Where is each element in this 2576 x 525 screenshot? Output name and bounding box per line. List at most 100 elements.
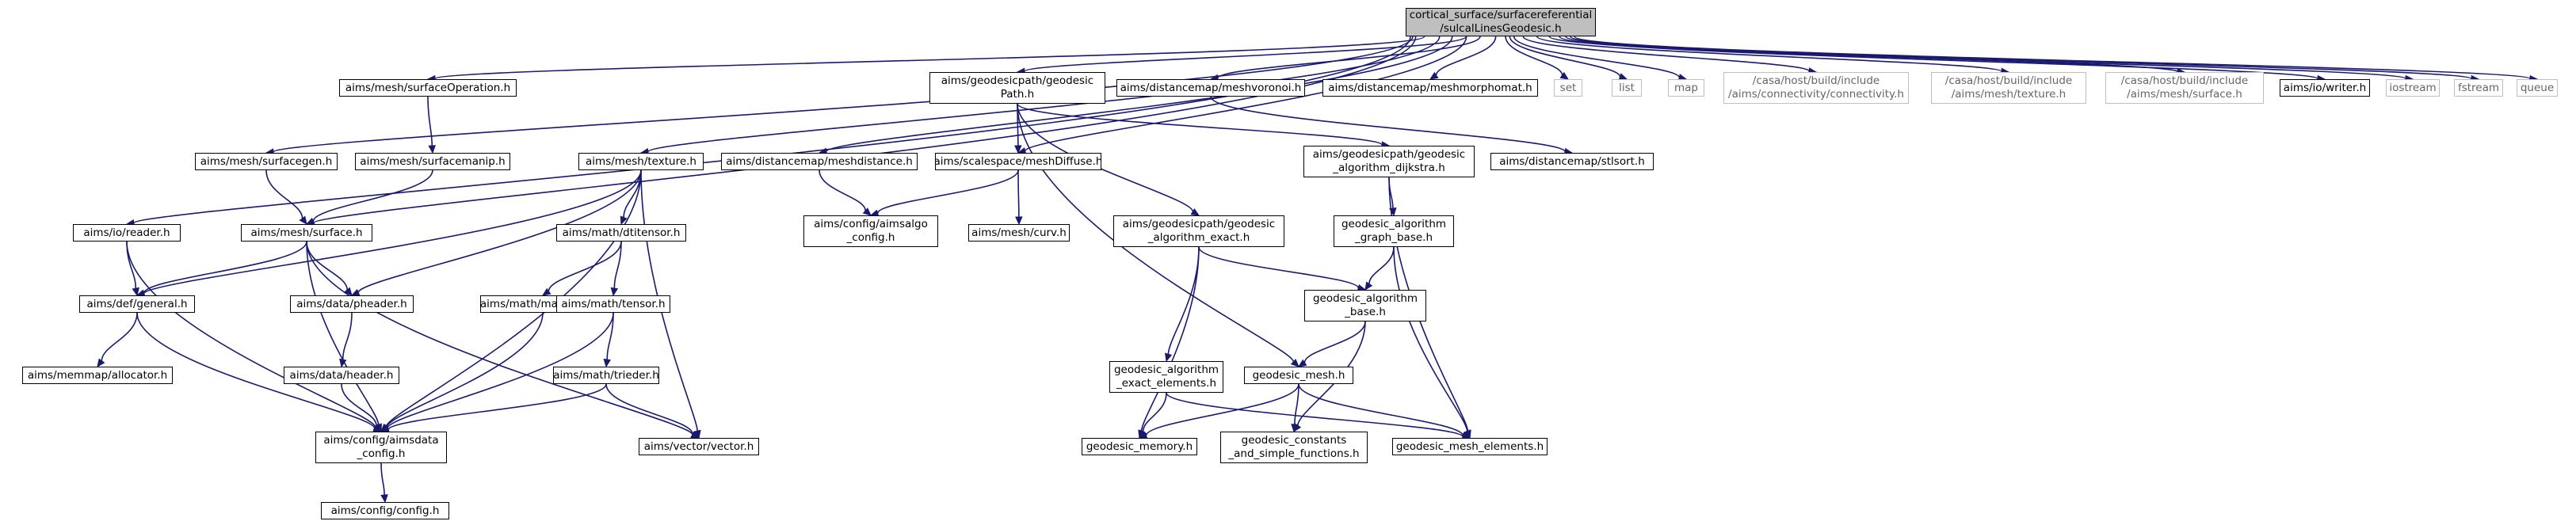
node-surface[interactable]: aims/mesh/surface.h bbox=[241, 224, 372, 242]
dependency-edge bbox=[143, 169, 642, 295]
node-set: set bbox=[1554, 79, 1582, 97]
arrowhead bbox=[1559, 71, 1570, 80]
dependency-edge bbox=[1198, 246, 1360, 289]
dependency-edge bbox=[1368, 246, 1395, 284]
arrowhead bbox=[373, 423, 382, 432]
dependency-edge bbox=[548, 241, 622, 292]
node-surfaceoperation[interactable]: aims/mesh/surfaceOperation.h bbox=[339, 79, 517, 97]
node-algorithm-exact[interactable]: aims/geodesicpath/geodesic _algorithm_ex… bbox=[1113, 215, 1284, 247]
dependency-edge bbox=[306, 241, 693, 436]
node-algorithm-base[interactable]: geodesic_algorithm _base.h bbox=[1304, 290, 1426, 321]
dependency-edge bbox=[265, 169, 303, 219]
dependency-edge bbox=[1017, 169, 1020, 218]
dependency-edge bbox=[341, 383, 378, 427]
arrowhead bbox=[1429, 71, 1439, 80]
dependency-edge bbox=[1536, 36, 2002, 73]
node-geodesic-mesh[interactable]: geodesic_mesh.h bbox=[1244, 367, 1353, 384]
node-geodesicpath[interactable]: aims/geodesicpath/geodesic Path.h bbox=[929, 72, 1105, 104]
dependency-edge bbox=[1435, 36, 1497, 76]
dependency-edge bbox=[1166, 392, 1464, 438]
node-surfacemanip[interactable]: aims/mesh/surfacemanip.h bbox=[355, 153, 510, 170]
dependency-edge bbox=[385, 169, 642, 427]
arrowhead bbox=[1297, 359, 1307, 367]
node-trieder[interactable]: aims/math/trieder.h bbox=[553, 367, 659, 384]
node-vector[interactable]: aims/vector/vector.h bbox=[639, 438, 759, 455]
dependency-edge bbox=[826, 36, 1453, 153]
arrowhead bbox=[1015, 216, 1023, 226]
node-graph-base[interactable]: geodesic_algorithm _graph_base.h bbox=[1334, 215, 1454, 247]
dependency-edge bbox=[1565, 36, 2406, 80]
dependency-edge bbox=[126, 241, 137, 289]
node-meshdistance[interactable]: aims/distancemap/meshdistance.h bbox=[721, 153, 918, 170]
node-texture[interactable]: aims/mesh/texture.h bbox=[578, 153, 704, 170]
arrowhead bbox=[1165, 352, 1173, 363]
node-aimsalgo-config[interactable]: aims/config/aimsalgo _config.h bbox=[803, 215, 938, 247]
arrowhead bbox=[690, 431, 700, 439]
arrowhead bbox=[344, 287, 353, 296]
dependency-edge bbox=[380, 462, 385, 496]
arrowhead bbox=[299, 215, 307, 225]
dependency-edge bbox=[1522, 36, 1810, 72]
arrowhead bbox=[380, 494, 388, 504]
dependency-edge bbox=[1505, 36, 1563, 76]
dependency-edge bbox=[342, 312, 353, 360]
dependency-edge bbox=[1217, 36, 1481, 79]
arrowhead bbox=[97, 358, 105, 367]
arrowhead bbox=[610, 287, 619, 297]
dependency-edge bbox=[1140, 246, 1200, 432]
dependency-edge bbox=[386, 312, 544, 428]
dependency-edge bbox=[434, 36, 1425, 80]
node-curv[interactable]: aims/mesh/curv.h bbox=[968, 224, 1070, 242]
node-meshvoronoi[interactable]: aims/distancemap/meshvoronoi.h bbox=[1116, 79, 1305, 97]
arrowhead bbox=[862, 207, 872, 216]
dependency-edge bbox=[819, 169, 867, 211]
arrowhead bbox=[620, 215, 628, 226]
node-geodesic-memory[interactable]: geodesic_memory.h bbox=[1082, 438, 1197, 455]
dependency-edge bbox=[613, 241, 622, 289]
dependency-edge bbox=[427, 96, 433, 146]
dependency-edge bbox=[640, 169, 698, 432]
dependency-edge bbox=[273, 36, 1414, 153]
node-writer[interactable]: aims/io/writer.h bbox=[2280, 79, 2370, 97]
node-tensor[interactable]: aims/math/tensor.h bbox=[556, 295, 670, 313]
arrowhead bbox=[339, 358, 347, 368]
dependency-edge bbox=[1210, 96, 1566, 153]
node-dijkstra[interactable]: aims/geodesicpath/geodesic _algorithm_di… bbox=[1303, 146, 1475, 177]
dependency-edge bbox=[1294, 383, 1299, 425]
node-pheader[interactable]: aims/data/pheader.h bbox=[290, 295, 414, 313]
node-dtitensor[interactable]: aims/math/dtitensor.h bbox=[556, 224, 686, 242]
dependency-edge bbox=[357, 169, 642, 293]
node-host-surface: /casa/host/build/include /aims/mesh/surf… bbox=[2105, 72, 2264, 104]
arrowhead bbox=[1014, 145, 1022, 154]
dependency-edge bbox=[1303, 321, 1366, 363]
arrowhead bbox=[541, 287, 551, 296]
dependency-edge bbox=[101, 312, 138, 361]
node-surfacegen[interactable]: aims/mesh/surfacegen.h bbox=[195, 153, 338, 170]
node-header[interactable]: aims/data/header.h bbox=[284, 367, 399, 384]
node-root[interactable]: cortical_surface/surfacereferential /sul… bbox=[1406, 8, 1596, 36]
dependency-edge bbox=[1017, 103, 1194, 212]
node-constants[interactable]: geodesic_constants _and_simple_functions… bbox=[1220, 432, 1368, 463]
node-meshdiffuse[interactable]: aims/scalespace/meshDiffuse.h bbox=[935, 153, 1101, 170]
node-allocator[interactable]: aims/memmap/allocator.h bbox=[22, 367, 173, 384]
node-aimsdata-config[interactable]: aims/config/aimsdata _config.h bbox=[315, 432, 447, 463]
dependency-edge bbox=[306, 241, 380, 425]
dependency-edge bbox=[1297, 321, 1366, 426]
node-config[interactable]: aims/config/config.h bbox=[321, 502, 449, 519]
arrowhead bbox=[1291, 424, 1299, 433]
node-stlsort[interactable]: aims/distancemap/stlsort.h bbox=[1490, 153, 1654, 170]
node-host-texture: /casa/host/build/include /aims/mesh/text… bbox=[1931, 72, 2086, 104]
node-queue: queue bbox=[2517, 79, 2558, 97]
dependency-edge bbox=[143, 241, 307, 294]
dependency-edge bbox=[136, 312, 376, 429]
node-meshmorphomat[interactable]: aims/distancemap/meshmorphomat.h bbox=[1322, 79, 1538, 97]
dependency-edge bbox=[605, 383, 694, 435]
node-mesh-elements[interactable]: geodesic_mesh_elements.h bbox=[1392, 438, 1548, 455]
arrowhead bbox=[603, 358, 611, 368]
dependency-edge bbox=[1145, 383, 1299, 436]
dependency-edge bbox=[1509, 36, 1621, 78]
node-reader[interactable]: aims/io/reader.h bbox=[73, 224, 181, 242]
node-exact-elements[interactable]: geodesic_algorithm _exact_elements.h bbox=[1109, 361, 1223, 393]
node-general[interactable]: aims/def/general.h bbox=[79, 295, 195, 313]
